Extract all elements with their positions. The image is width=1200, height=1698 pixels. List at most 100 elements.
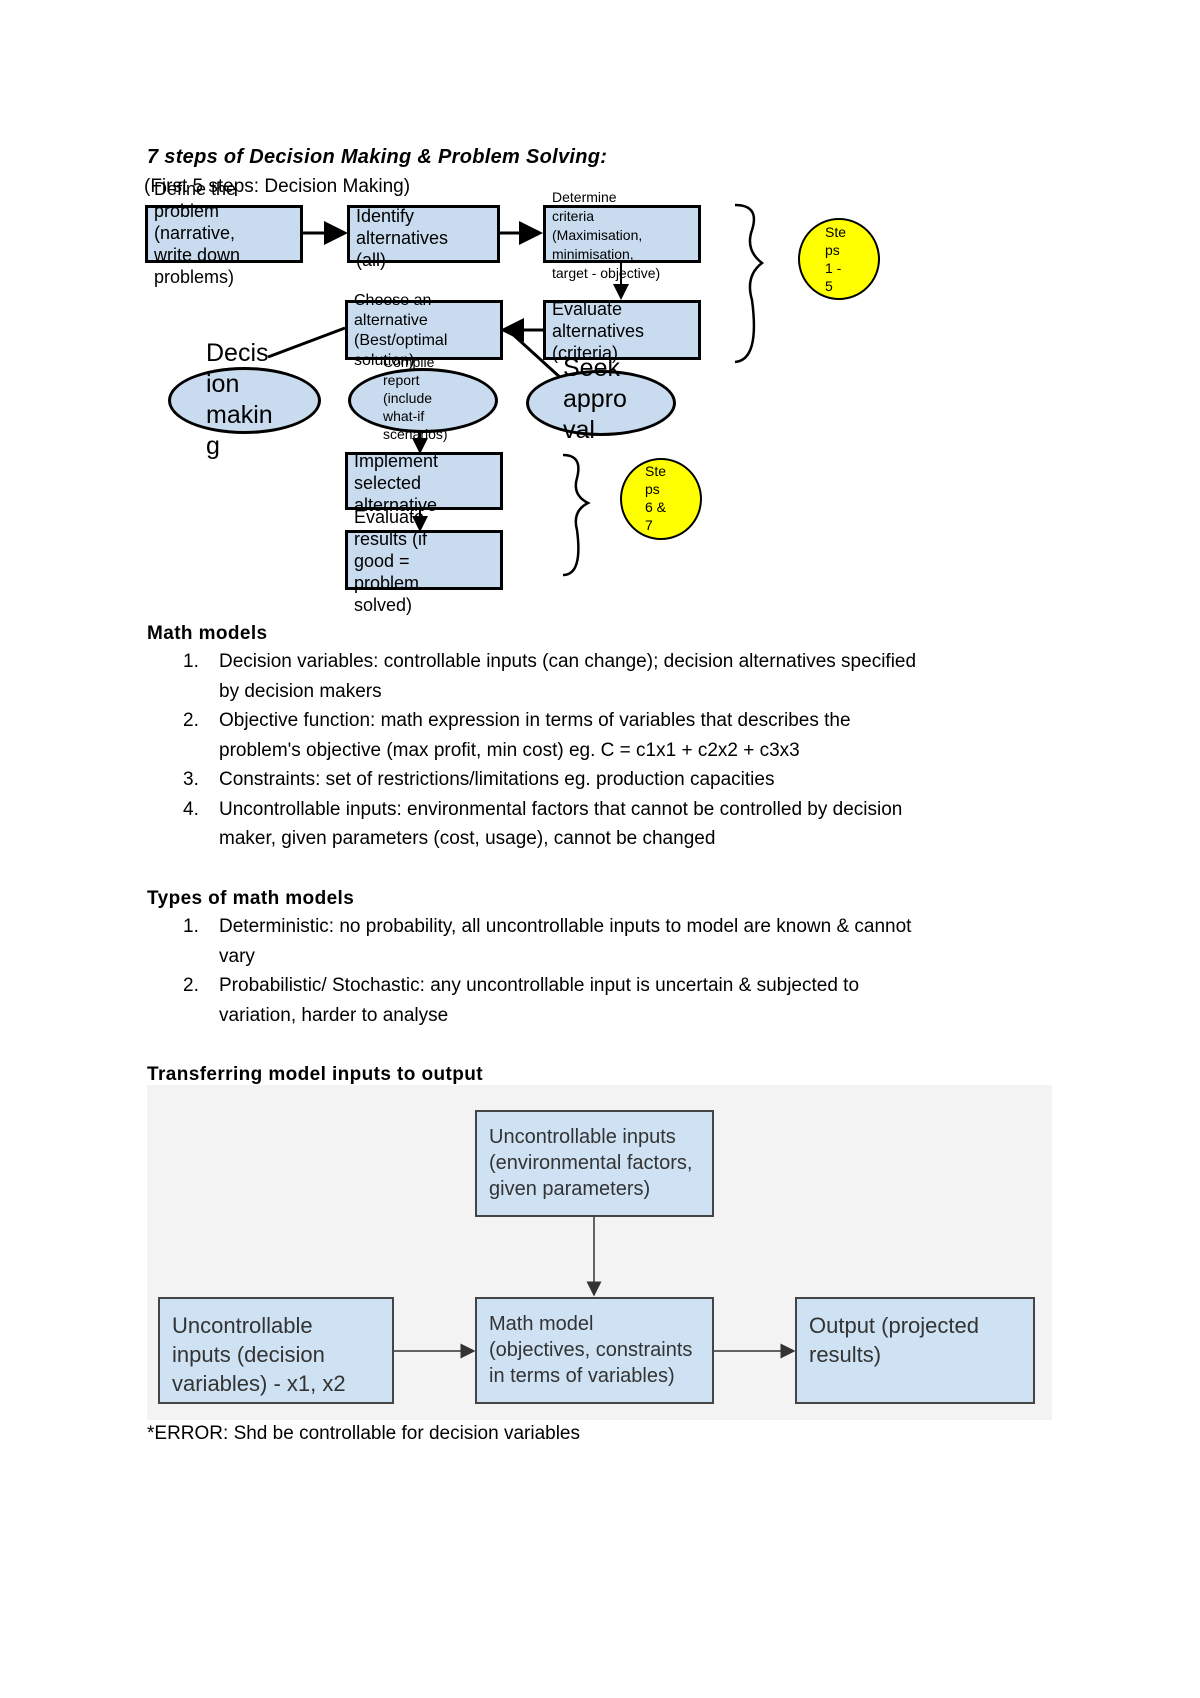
heading-math-models: Math models xyxy=(147,623,268,644)
label-line: g xyxy=(206,432,220,460)
label-line: 7 xyxy=(645,517,653,533)
label-line: Ste xyxy=(825,224,847,240)
circle-steps-6-7 xyxy=(620,458,702,540)
list-line: maker, given parameters (cost, usage), c… xyxy=(219,828,716,849)
label-line: val xyxy=(563,416,595,444)
box-evaluate-alternatives: Evaluate alternatives (criteria) xyxy=(543,299,701,363)
box-line: Output (projected xyxy=(809,1313,979,1338)
box-line: Evaluate xyxy=(354,507,425,527)
box-line: results) xyxy=(809,1342,882,1367)
box-line: write down xyxy=(154,245,241,265)
box-line: Math model xyxy=(489,1313,594,1335)
box-line: Determine xyxy=(552,189,617,205)
label-line: makin xyxy=(206,401,273,429)
list-line: Probabilistic/ Stochastic: any uncontrol… xyxy=(219,975,860,996)
ellipse-seek-approval xyxy=(526,370,676,436)
box-line: problem xyxy=(154,201,220,221)
box-line: results (if xyxy=(354,529,428,549)
box-line: inputs (decision xyxy=(172,1342,325,1367)
error-note: *ERROR: Shd be controllable for decision… xyxy=(147,1423,580,1444)
box-line: (objectives, constraints xyxy=(489,1339,693,1361)
box-line: problem xyxy=(354,573,420,593)
box-evaluate-results: Evaluate results (if good = problem solv… xyxy=(345,507,503,615)
box-line: Uncontrollable xyxy=(172,1313,313,1338)
line-seek-to-choose xyxy=(506,328,565,382)
label-line: Compile xyxy=(383,354,435,370)
list-line: Deterministic: no probability, all uncon… xyxy=(219,916,912,937)
list-item: 4. Uncontrollable inputs: environmental … xyxy=(147,795,1067,854)
flowchart-connectors xyxy=(267,203,765,577)
circle-steps-1-5 xyxy=(798,218,880,300)
list-number: 4. xyxy=(183,798,199,820)
box-identify-alternatives: Identify alternatives (all) xyxy=(347,205,500,270)
label-line: 5 xyxy=(825,278,833,294)
list-line: Constraints: set of restrictions/limitat… xyxy=(219,769,775,790)
page-subtitle: (First 5 steps: Decision Making) xyxy=(144,176,411,197)
list-item: 3. Constraints: set of restrictions/limi… xyxy=(147,765,1067,795)
box-line: (all) xyxy=(356,250,386,270)
label-seek-approval: Seek appro val xyxy=(563,353,627,446)
heading-types: Types of math models xyxy=(147,888,355,909)
box-line: Implement xyxy=(354,451,439,471)
box-line: Define the xyxy=(154,179,237,199)
ellipse-compile-report xyxy=(348,368,498,433)
box-line: alternatives xyxy=(356,228,449,248)
box-line: target - objective) xyxy=(552,265,661,281)
list-line: variation, harder to analyse xyxy=(219,1004,449,1026)
brace-steps-6-7 xyxy=(562,453,591,577)
label-line: ion xyxy=(206,370,240,398)
list-line: Decision variables: controllable inputs … xyxy=(219,651,917,672)
label-decision-making: Decis ion makin g xyxy=(206,338,273,462)
label-line: appro xyxy=(563,385,627,413)
box-decision-variables: Uncontrollable inputs (decision variable… xyxy=(158,1297,394,1404)
box-line: (Maximisation, xyxy=(552,227,643,243)
box-line: criteria xyxy=(552,208,595,224)
label-steps-6-7: Ste ps 6 & 7 xyxy=(645,462,666,534)
label-line: what-if xyxy=(383,408,425,424)
box-line: good = xyxy=(354,551,410,571)
list-line: vary xyxy=(219,945,255,967)
box-define-problem: Define the problem (narrative, write dow… xyxy=(145,179,303,287)
list-item: 2. Objective function: math expression i… xyxy=(147,706,1067,765)
box-determine-criteria: Determine criteria (Maximisation, minimi… xyxy=(543,189,701,281)
box-line: alternatives xyxy=(552,321,645,341)
box-line: in terms of variables) xyxy=(489,1365,675,1387)
box-line: Uncontrollable inputs xyxy=(489,1126,676,1148)
box-line: Choose an xyxy=(354,292,432,309)
label-line: ps xyxy=(645,481,660,497)
transfer-connectors xyxy=(394,1217,796,1359)
list-line: problem's objective (max profit, min cos… xyxy=(219,739,800,761)
heading-transfer: Transferring model inputs to output xyxy=(147,1064,483,1085)
list-types: 1. Deterministic: no probability, all un… xyxy=(147,912,1067,1030)
box-line: given parameters) xyxy=(489,1178,651,1200)
brace-steps-1-5 xyxy=(734,203,765,364)
line-choose-to-decision xyxy=(267,326,346,359)
list-item: 2. Probabilistic/ Stochastic: any uncont… xyxy=(147,971,1067,1030)
box-line: Evaluate xyxy=(552,299,623,319)
list-line: by decision makers xyxy=(219,680,382,702)
label-line: Seek xyxy=(563,354,620,382)
label-line: 1 - xyxy=(825,260,842,276)
label-line: Ste xyxy=(645,463,667,479)
ellipse-decision-making xyxy=(168,367,321,434)
box-math-model: Math model (objectives, constraints in t… xyxy=(475,1297,714,1404)
box-line: variables) - x1, x2 xyxy=(172,1371,346,1396)
box-line: Identify xyxy=(356,206,415,226)
box-choose-alternative: Choose an alternative (Best/optimal solu… xyxy=(345,292,503,369)
box-output: Output (projected results) xyxy=(795,1297,1035,1404)
box-line: (Best/optimal xyxy=(354,332,448,349)
list-line: Uncontrollable inputs: environmental fac… xyxy=(219,798,903,820)
box-line: (criteria) xyxy=(552,343,618,363)
list-number: 1. xyxy=(183,916,199,937)
list-number: 2. xyxy=(183,710,199,731)
box-line: (narrative, xyxy=(154,223,236,243)
list-math-models: 1. Decision variables: controllable inpu… xyxy=(147,647,1067,854)
page-title: 7 steps of Decision Making & Problem Sol… xyxy=(147,146,608,168)
box-uncontrollable-inputs-top: Uncontrollable inputs (environmental fac… xyxy=(475,1110,714,1217)
box-line: alternative xyxy=(354,495,438,515)
label-steps-1-5: Ste ps 1 - 5 xyxy=(825,223,846,295)
box-line: selected xyxy=(354,473,422,493)
transfer-diagram: Uncontrollable inputs (environmental fac… xyxy=(147,1085,1052,1420)
label-line: scenarios) xyxy=(383,426,448,442)
box-line: minimisation, xyxy=(552,246,634,262)
